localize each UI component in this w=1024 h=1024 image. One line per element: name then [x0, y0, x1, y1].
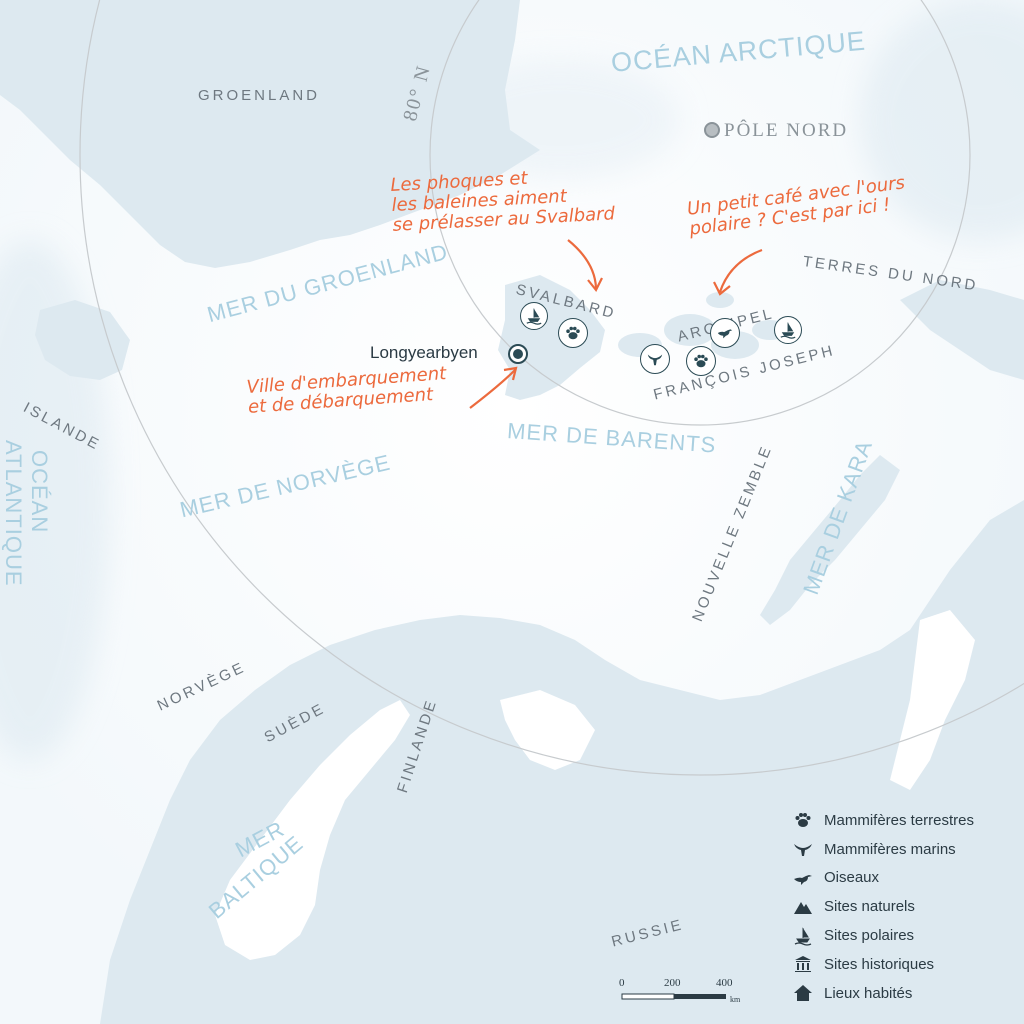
bird-icon — [717, 329, 733, 339]
label-ocean-atlantique-1: OCÉAN — [27, 450, 52, 534]
polar-ship-icon — [526, 308, 542, 325]
label-groenland: GROENLAND — [198, 87, 321, 104]
baltic-sea-water — [215, 700, 410, 960]
latitude-circle-80 — [429, 0, 971, 426]
paw-icon — [566, 326, 580, 340]
franz-josef-land — [618, 292, 788, 359]
arrow-svalbard — [567, 239, 598, 289]
kara-bay-water — [890, 610, 975, 790]
arrow-longyearbyen — [469, 369, 516, 409]
legend-label: Lieux habités — [824, 984, 913, 1002]
legend-label: Mammifères marins — [824, 840, 956, 858]
terres-du-nord-land — [900, 280, 1024, 380]
label-ocean-atlantique-2: ATLANTIQUE — [1, 440, 26, 587]
longyearbyen-marker-icon[interactable] — [508, 344, 528, 364]
legend-row: Oiseaux — [788, 864, 1018, 893]
mountain-icon — [794, 901, 812, 914]
arctic-circle — [79, 0, 1024, 776]
legend-label: Sites polaires — [824, 927, 915, 945]
paw-icon — [694, 354, 708, 368]
scale-tick-0: 0 — [619, 977, 625, 989]
polar-ship-icon — [780, 322, 796, 339]
scale-tick-400: 400 — [716, 977, 733, 989]
legend-label: Sites naturels — [824, 898, 915, 916]
note-phoques: Les phoques et les baleines aiment se pr… — [390, 164, 615, 236]
iceland-land — [35, 300, 130, 380]
legend-row: Mammifères terrestres — [788, 806, 1018, 835]
polar-ship-icon — [794, 926, 812, 946]
bird-icon — [794, 874, 812, 885]
whale-tail-icon — [647, 354, 663, 366]
novaya-zemlya-land — [760, 455, 900, 625]
north-pole-dot-icon — [704, 122, 720, 138]
legend-row: Mammifères marins — [788, 835, 1018, 864]
legend-row: Sites naturels — [788, 892, 1018, 921]
arrow-francois-head — [713, 281, 731, 296]
scale-unit: km — [730, 995, 741, 1004]
paw-icon — [795, 813, 811, 828]
label-pole-nord: PÔLE NORD — [724, 120, 849, 141]
greenland-land — [0, 0, 540, 268]
arrow-svalbard-head — [587, 277, 603, 293]
map-legend: Mammifères terrestres Mammifères marins … — [788, 806, 1018, 1008]
arrow-francois — [718, 248, 763, 293]
marker-svalbard-paw[interactable] — [558, 318, 588, 348]
label-longyearbyen[interactable]: Longyearbyen — [370, 343, 478, 362]
arrow-longyearbyen-head — [503, 366, 518, 381]
historic-temple-icon — [795, 956, 811, 973]
legend-label: Sites historiques — [824, 955, 935, 973]
scale-bar — [621, 993, 726, 1000]
whale-tail-icon — [794, 844, 812, 857]
house-icon — [794, 985, 812, 1002]
legend-row: Sites historiques — [788, 950, 1018, 979]
marker-fj-paw[interactable] — [686, 346, 716, 376]
legend-row: Sites polaires — [788, 921, 1018, 950]
legend-label: Oiseaux — [824, 869, 880, 887]
marker-fj-polar[interactable] — [774, 316, 802, 344]
scale-tick-200: 200 — [664, 977, 681, 989]
marker-svalbard-polar[interactable] — [520, 302, 548, 330]
marker-fj-bird[interactable] — [710, 318, 740, 348]
legend-label: Mammifères terrestres — [824, 811, 975, 829]
marker-barents-whale[interactable] — [640, 344, 670, 374]
legend-row: Lieux habités — [788, 979, 1018, 1008]
